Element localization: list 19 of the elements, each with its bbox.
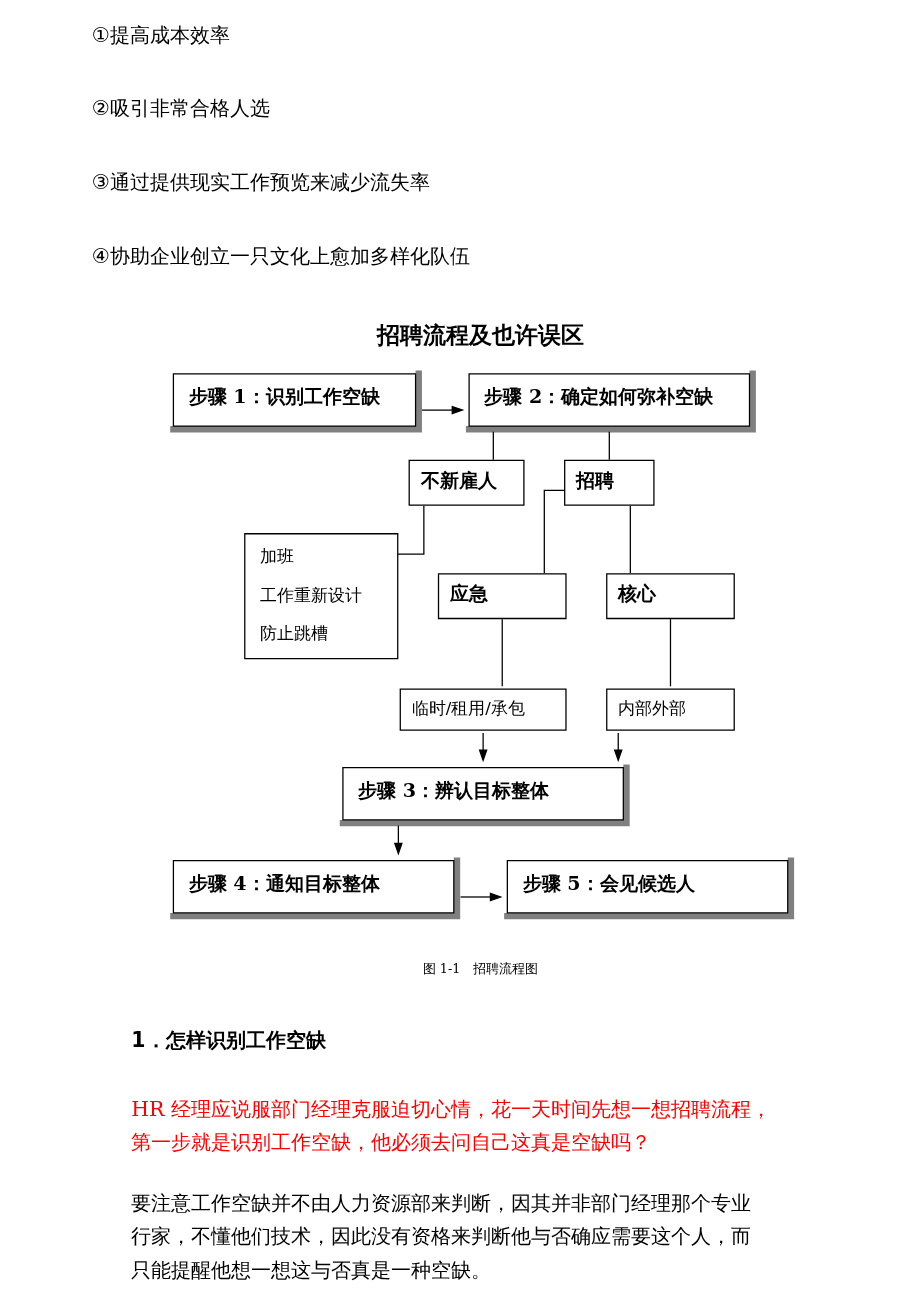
connector [492,431,494,461]
connector [608,431,610,461]
diagram-title: 招聘流程及也许误区 [376,322,584,349]
arrow [420,405,464,415]
caption: 图 1-1 招聘流程图 [422,960,538,976]
label: HR 经理应说服部门经理克服迫切心情，花一天时间先想一想招聘流程，第一步就是识别工作空缺，他必须去问自己这真是空缺吗？ [130,1096,771,1155]
label: 要注意工作空缺并不由人力资源部来判断，因其并非部门经理那个专业行家，不懂他们技术，因此没有资格来判断他与否确应需要这个人，而只能提醒他想一想这与否真是一种空缺。 [130,1191,751,1282]
connector [396,505,424,555]
label: ④协助企业创立一只文化上愈加多样化队伍 [91,244,470,269]
label: 1．怎样识别工作空缺 [130,1028,326,1053]
label: ②吸引非常合格人选 [91,96,270,121]
connector [629,505,631,574]
label: ③通过提供现实工作预览来减少流失率 [91,170,430,195]
connector [501,618,503,687]
connector [669,618,671,687]
arrow [478,732,488,763]
connector [543,489,565,574]
label: ①提高成本效率 [91,22,230,47]
arrow [459,892,503,902]
